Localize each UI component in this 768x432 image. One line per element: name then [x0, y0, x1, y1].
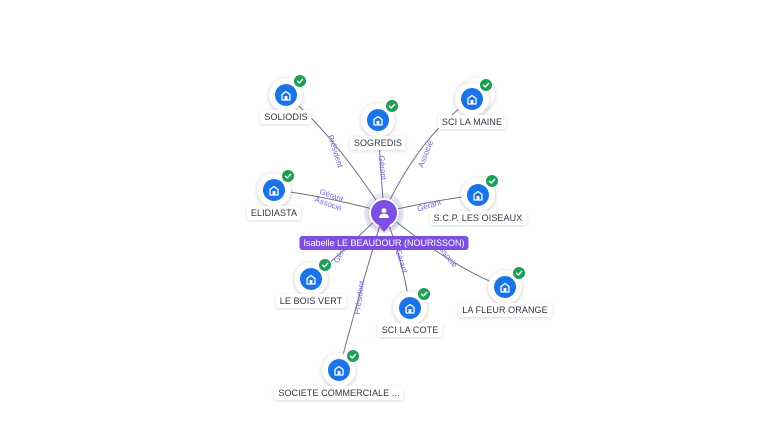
company-label-soliodis[interactable]: SOLIODIS — [260, 110, 312, 124]
company-node-eldiasta[interactable] — [257, 169, 295, 207]
check-icon — [512, 266, 526, 280]
check-icon — [417, 287, 431, 301]
building-icon — [467, 184, 489, 206]
company-label-sci-la-cote[interactable]: SCI LA COTE — [377, 323, 443, 337]
check-icon — [479, 78, 493, 92]
company-label-scp-les-oiseaux[interactable]: S.C.P. LES OISEAUX — [429, 211, 527, 225]
building-icon — [461, 88, 483, 110]
company-label-societe-commerciale[interactable]: SOCIETE COMMERCIALE ... — [274, 386, 404, 400]
check-icon — [281, 169, 295, 183]
check-icon — [385, 99, 399, 113]
check-icon — [318, 258, 332, 272]
edge-role-label: Gérant — [377, 155, 388, 181]
edge-role-label: Associé — [416, 139, 435, 169]
company-node-scp-les-oiseaux[interactable] — [461, 174, 499, 212]
company-label-la-fleur-orange[interactable]: LA FLEUR ORANGE — [458, 303, 552, 317]
edge-role-label: Gérant — [393, 248, 409, 275]
company-node-sogredis[interactable] — [361, 99, 399, 137]
person-icon — [379, 208, 389, 218]
person-pin-pointer — [378, 225, 390, 232]
edge-role-label: Président — [326, 134, 345, 170]
building-icon — [399, 297, 421, 319]
person-node[interactable] — [369, 198, 399, 228]
check-icon — [293, 74, 307, 88]
company-node-sci-la-cote[interactable] — [393, 287, 431, 325]
company-node-societe-commerciale[interactable] — [322, 349, 360, 387]
check-icon — [485, 174, 499, 188]
check-icon — [346, 349, 360, 363]
edge-role-label: Président — [353, 280, 367, 315]
company-label-sogredis[interactable]: SOGREDIS — [349, 136, 407, 150]
building-icon — [328, 359, 350, 381]
building-icon — [494, 276, 516, 298]
company-label-le-bois-vert[interactable]: LE BOIS VERT — [275, 294, 347, 308]
company-node-la-fleur-orange[interactable] — [488, 266, 526, 304]
building-icon — [263, 179, 285, 201]
company-label-eldiasta[interactable]: ELIDIASTA — [246, 206, 302, 220]
person-name-label[interactable]: Isabelle LE BEAUDOUR (NOURISSON) — [299, 236, 469, 250]
building-icon — [300, 268, 322, 290]
company-node-sci-la-maine[interactable] — [455, 77, 495, 116]
company-label-sci-la-maine[interactable]: SCI LA MAINE — [437, 115, 507, 129]
company-node-le-bois-vert[interactable] — [294, 258, 332, 296]
company-node-soliodis[interactable] — [269, 74, 307, 112]
building-icon — [275, 84, 297, 106]
building-icon — [367, 109, 389, 131]
